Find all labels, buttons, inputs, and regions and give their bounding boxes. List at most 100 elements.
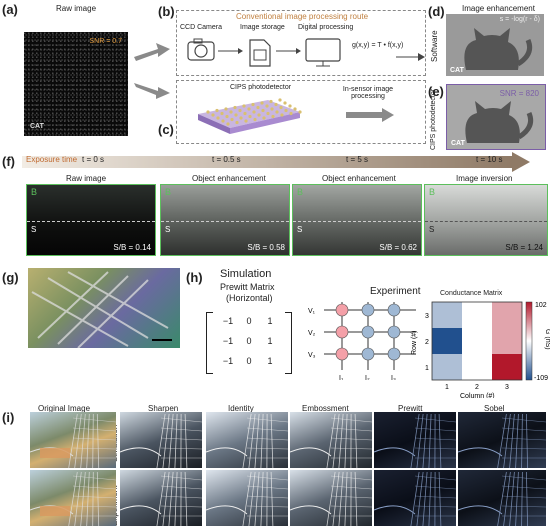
filter-result-image — [120, 412, 202, 468]
pixel-dot — [248, 114, 252, 119]
building-sketch — [206, 413, 288, 468]
pixel-dot — [211, 113, 215, 117]
frame-title-1: Object enhancement — [192, 174, 266, 183]
heatmap-cell — [462, 328, 492, 354]
heatmap-cell — [432, 354, 462, 380]
matrix-cell: 0 — [246, 316, 252, 326]
building-sketch — [374, 413, 456, 468]
building-sketch — [120, 471, 202, 526]
cat-text-a: CAT — [30, 123, 44, 130]
filter-result-image — [290, 470, 372, 526]
building-sketch — [290, 471, 372, 526]
pixel-dot — [229, 110, 233, 114]
matrix-cell: 1 — [267, 336, 273, 346]
matrix-cell: 1 — [267, 316, 273, 326]
matrix-cell: 1 — [267, 356, 273, 366]
storage-label: Image storage — [240, 24, 285, 31]
frame-title-0: Raw image — [66, 174, 107, 183]
prewitt-matrix: −1 0 1 −1 0 1 −1 0 1 — [206, 312, 292, 374]
frame-title-3: Image inversion — [456, 174, 513, 183]
cips-chip — [198, 98, 302, 134]
pixel-dot — [289, 111, 293, 116]
pixel-dot — [288, 104, 292, 108]
building-sketch — [30, 413, 116, 468]
pixel-dot — [243, 111, 247, 116]
raw-noisy-image: SNR = 0.7 CAT — [24, 32, 128, 136]
cat-text-d: CAT — [450, 67, 464, 74]
memristor-node — [361, 303, 375, 317]
frame-enh-2: B S S/B = 0.62 — [292, 184, 422, 256]
divider-line — [27, 221, 155, 222]
pixel-dot — [260, 101, 264, 105]
pixel-dot — [280, 113, 284, 117]
filter-result-image — [30, 470, 116, 526]
simulation-title: Simulation — [220, 268, 272, 280]
filter-result-image — [30, 412, 116, 468]
panel-h-label: (h) — [186, 270, 203, 285]
matrix-cell: −1 — [222, 356, 234, 366]
filter-result-image — [120, 470, 202, 526]
snr-label-a: SNR = 0.7 — [89, 38, 123, 45]
raw-image-title: Raw image — [56, 4, 97, 13]
pixel-dot — [283, 101, 287, 105]
col-title-3: Embossment — [302, 404, 349, 413]
pixel-dot — [244, 119, 248, 123]
enhanced-cat-image-cips: SNR = 820 CAT — [446, 84, 546, 150]
memristor-node — [361, 325, 375, 339]
memristor-node — [387, 303, 401, 317]
current-label: I₁ — [339, 375, 344, 380]
panel-c-label: (c) — [158, 122, 174, 137]
row-tick: 1 — [425, 365, 429, 372]
pixel-dot — [230, 117, 234, 122]
to-d-arrow — [396, 53, 425, 61]
memristor-node — [361, 347, 375, 361]
pixel-dot — [257, 113, 261, 117]
filter-result-image — [374, 412, 456, 468]
exposure-label: Exposure time — [26, 155, 78, 164]
divider-line — [293, 221, 421, 222]
pixel-dot — [234, 113, 238, 117]
exposure-arrow — [22, 152, 530, 172]
panel-b-label: (b) — [158, 4, 175, 19]
pixel-dot — [233, 105, 237, 110]
memristor-node — [335, 325, 349, 339]
voltage-label: V₂ — [308, 330, 316, 337]
panel-f-label: (f) — [2, 154, 15, 169]
storage-icon — [249, 39, 271, 67]
time-3: t = 10 s — [476, 155, 503, 164]
pixel-dot — [270, 107, 274, 111]
building-sketch — [458, 471, 546, 526]
cips-photodetector-label: CIPS photodetector — [230, 84, 292, 91]
filter-result-image — [206, 412, 288, 468]
heatmap-xlabel: Column (#) — [460, 393, 495, 398]
digital-label: Digital processing — [298, 24, 354, 31]
frame-inverted: B S S/B = 1.24 — [424, 184, 548, 256]
branch-arrows — [134, 43, 170, 99]
building-sketch — [120, 413, 202, 468]
pixel-dot — [242, 104, 246, 108]
bracket-right — [285, 312, 292, 374]
conductance-title: Conductance Matrix — [440, 290, 503, 297]
pixel-dot — [284, 108, 288, 113]
divider-line — [161, 221, 289, 222]
pixel-dot — [220, 111, 224, 116]
frame-sb-1: S/B = 0.58 — [247, 243, 285, 252]
frame-b-label: B — [31, 187, 38, 197]
pixel-dot — [226, 122, 230, 126]
crossbar-lines — [31, 271, 172, 348]
building-sketch — [290, 413, 372, 468]
pixel-dot — [215, 108, 219, 113]
colorbar — [525, 301, 533, 381]
frame-sb-0: S/B = 0.14 — [113, 243, 151, 252]
frame-title-2: Object enhancement — [322, 174, 396, 183]
time-2: t = 5 s — [346, 155, 369, 164]
pixel-dot — [206, 110, 210, 114]
heatmap-cell — [492, 328, 522, 354]
frame-s-label: S — [31, 225, 37, 234]
frame-s-label: S — [297, 225, 303, 234]
enhanced-cat-image-software: s = -log(r - δ) CAT — [446, 14, 544, 76]
frame-s-label: S — [429, 225, 435, 234]
current-label: I₂ — [365, 375, 370, 380]
pixel-dot — [252, 110, 256, 114]
pixel-dot — [298, 110, 302, 114]
